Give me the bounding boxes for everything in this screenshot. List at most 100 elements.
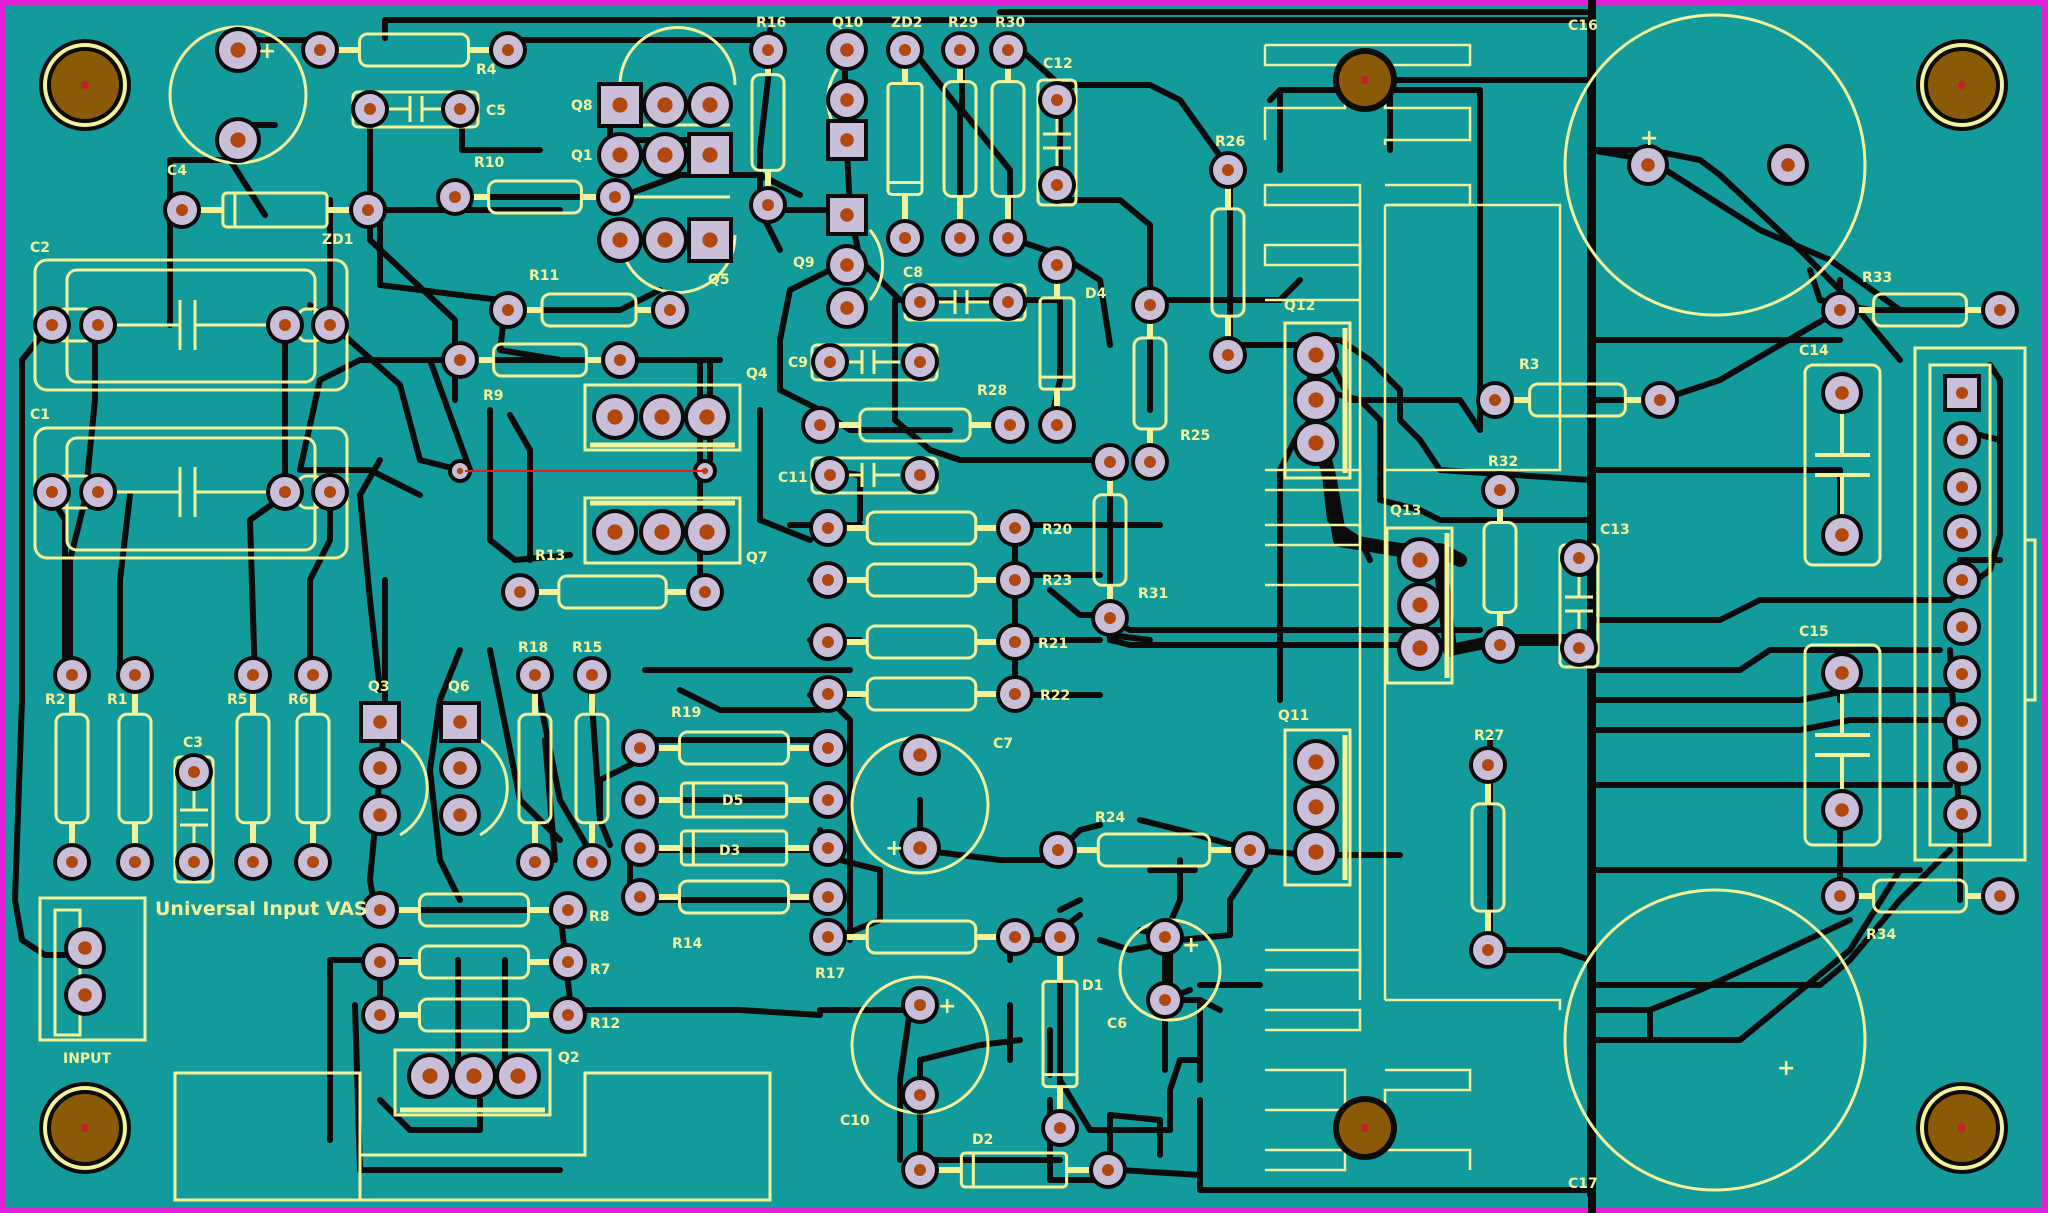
label-q10: Q10 [832, 15, 864, 31]
label-r29: R29 [948, 15, 978, 31]
solder-pad [1560, 539, 1598, 577]
solder-pad [621, 781, 659, 819]
solder-pad [1943, 702, 1981, 740]
label-r27: R27 [1474, 728, 1504, 744]
label-c10: C10 [840, 1113, 870, 1129]
solder-pad [989, 219, 1027, 257]
label-r32: R32 [1488, 454, 1518, 470]
solder-pad [311, 473, 349, 511]
solder-pad [886, 219, 924, 257]
heatsink-hole-center [1361, 1124, 1369, 1132]
solder-pad [1641, 381, 1679, 419]
board-title: Universal Input VAS [155, 898, 368, 920]
solder-pad [407, 1053, 453, 1099]
solder-pad [79, 306, 117, 344]
solder-pad [1041, 918, 1079, 956]
solder-pad [639, 509, 685, 555]
q11-outline [1283, 728, 1352, 887]
solder-pad [899, 734, 941, 776]
solder-pad [809, 623, 847, 661]
label-r9: R9 [483, 388, 504, 404]
resistor-body [54, 712, 90, 825]
solder-pad [639, 394, 685, 440]
resistor-body [858, 407, 972, 443]
label-c11: C11 [778, 470, 808, 486]
pads [33, 27, 2019, 1189]
solder-pad [1943, 468, 1981, 506]
label-r12: R12 [590, 1016, 620, 1032]
solder-pad [1091, 599, 1129, 637]
solder-pad [1293, 420, 1339, 466]
solder-pad [901, 343, 939, 381]
solder-pad [809, 878, 847, 916]
solder-pad [1293, 377, 1339, 423]
c14-body [1803, 363, 1882, 567]
solder-pad [294, 656, 332, 694]
resistor-body [417, 997, 531, 1033]
solder-pad [448, 459, 472, 483]
solder-pad [1481, 471, 1519, 509]
solder-pad [901, 986, 939, 1024]
label-c16: C16 [1568, 18, 1598, 34]
label-q12: Q12 [1284, 298, 1315, 314]
solder-pad [1146, 918, 1184, 956]
heatsink-outlines [1263, 43, 1562, 1172]
mount-hole-silk [43, 43, 127, 127]
resistor-body [865, 510, 978, 546]
resistor-body [295, 712, 331, 825]
solder-pad [621, 829, 659, 867]
solder-pad [592, 394, 638, 440]
solder-pad [1039, 831, 1077, 869]
solder-pad [597, 217, 643, 263]
solder-pad [175, 843, 213, 881]
solder-pad [311, 306, 349, 344]
solder-pad [1943, 561, 1981, 599]
solder-pad [597, 132, 643, 178]
resistor-body [1872, 292, 1968, 328]
solder-pad [116, 656, 154, 694]
resistor-body [1092, 493, 1128, 587]
label-r34: R34 [1866, 927, 1897, 943]
label-zd1: ZD1 [322, 232, 354, 248]
solder-pad [489, 31, 527, 69]
solder-pad [1821, 789, 1863, 831]
q7-outline [583, 496, 742, 565]
resistor-body [1470, 802, 1506, 913]
solder-pad [621, 729, 659, 767]
label-r20: R20 [1042, 522, 1073, 538]
label-r23: R23 [1042, 573, 1072, 589]
solder-pad [549, 943, 587, 981]
solder-pad [596, 178, 634, 216]
solder-pad [64, 927, 106, 969]
resistor-body [865, 562, 978, 598]
solder-pad [901, 1151, 939, 1189]
input-connector-outline [38, 896, 147, 1042]
label-q6: Q6 [448, 679, 470, 695]
solder-pad [516, 843, 554, 881]
solder-pad [301, 31, 339, 69]
c4-plus-mark: + [258, 39, 276, 64]
solder-pad [361, 996, 399, 1034]
resistor-body [1096, 832, 1212, 868]
label-c9: C9 [788, 355, 808, 371]
solder-pad [439, 747, 481, 789]
label-c17: C17 [1568, 1176, 1598, 1192]
solder-pad [501, 573, 539, 611]
solder-pad [826, 194, 868, 236]
mount-hole-center [81, 1124, 89, 1132]
solder-pad [489, 291, 527, 329]
label-r25: R25 [1180, 428, 1210, 444]
solder-pad [53, 656, 91, 694]
solder-pad [1038, 406, 1076, 444]
label-r30: R30 [995, 15, 1026, 31]
solder-pad [1821, 514, 1863, 556]
label-d3: D3 [719, 843, 740, 859]
label-q13: Q13 [1390, 503, 1421, 519]
solder-pad [549, 891, 587, 929]
resistor-body [557, 574, 668, 610]
solder-pad [901, 1076, 939, 1114]
label-r7: R7 [590, 962, 611, 978]
solder-pad [642, 217, 688, 263]
resistor-body [1872, 878, 1968, 914]
label-q5: Q5 [708, 272, 730, 288]
